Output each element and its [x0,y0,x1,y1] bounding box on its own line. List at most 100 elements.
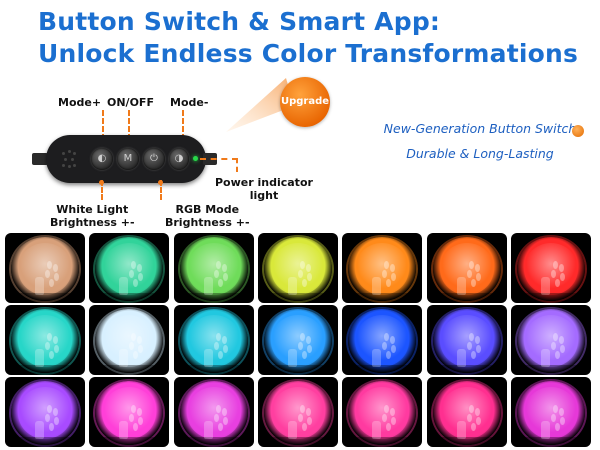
label-mode-plus: Mode+ [58,96,102,109]
white-brightness-button[interactable]: ◐ [91,148,113,170]
plant-icon [550,405,567,435]
bottle-icon [540,349,550,367]
lamp-glow [523,315,578,367]
bottle-icon [35,349,44,367]
color-mode-tile [426,233,507,303]
lamp-glow [439,243,494,295]
plant-icon [382,405,398,435]
plant-icon [297,405,314,435]
lamp-glow [102,315,157,367]
plant-icon [45,405,61,435]
plant-icon [297,333,314,363]
label-rgb-mode: RGB Mode Brightness +- [165,203,250,229]
bottle-icon [203,277,213,295]
lamp-base [5,293,85,303]
connector-dot [158,180,163,185]
connector-on-off [128,110,130,140]
headline: Button Switch & Smart App: Unlock Endles… [38,6,598,70]
color-mode-tile [510,377,591,447]
lamp-base [5,365,85,375]
lamp-base [342,365,423,375]
bottle-icon [456,421,466,439]
lamp-glow [186,243,241,295]
color-mode-tile [173,233,254,303]
label-mode-minus: Mode- [170,96,209,109]
lamp-base [89,365,170,375]
lamp-glow [270,243,325,295]
lamp-base [173,437,254,447]
lamp-base [257,437,338,447]
plant-icon [550,261,567,291]
lamp-base [510,293,591,303]
plant-icon [466,261,483,291]
bottle-icon [456,349,466,367]
color-mode-tile [173,305,254,375]
color-mode-tile [173,377,254,447]
connector-dot [99,180,104,185]
lamp-base [510,437,591,447]
plant-icon [45,261,61,291]
connector-rgb [160,180,162,200]
lamp-base [342,293,423,303]
bottle-icon [35,421,44,439]
bottle-icon [540,277,550,295]
label-rgb-mode-line-1: RGB Mode [175,203,240,216]
bottle-icon [372,349,382,367]
color-tile-grid [5,233,595,449]
lamp-glow [18,243,72,295]
label-rgb-mode-line-2: Brightness +- [165,216,250,229]
color-mode-tile [510,233,591,303]
color-mode-tile [5,233,85,303]
lamp-glow [18,315,72,367]
lamp-base [173,293,254,303]
lamp-base [5,437,85,447]
color-mode-tile [342,305,423,375]
rgb-brightness-button[interactable]: ◑ [169,148,189,170]
connector-mode-minus [182,110,184,140]
mode-plus-button[interactable]: M [117,148,139,170]
lamp-base [89,437,170,447]
bottle-icon [287,277,297,295]
color-mode-tile [342,377,423,447]
lamp-base [257,365,338,375]
lamp-glow [270,315,325,367]
orange-dot-icon [572,125,584,137]
label-white-light-line-2: Brightness +- [50,216,135,229]
bottle-icon [203,349,213,367]
light-beam-icon [226,78,294,132]
bottle-icon [540,421,550,439]
plant-icon [129,333,145,363]
plant-icon [213,333,230,363]
color-mode-tile [342,233,423,303]
lamp-glow [270,387,325,439]
lamp-base [342,437,423,447]
bottle-icon [119,421,129,439]
color-mode-tile [89,377,170,447]
lamp-glow [355,243,410,295]
plant-icon [466,333,483,363]
tagline-line-2: Durable & Long-Lasting [406,146,554,161]
lamp-base [426,365,507,375]
bottle-icon [372,421,382,439]
bottle-icon [287,421,297,439]
connector-power-v [236,158,238,172]
power-button[interactable]: ⏻ [143,148,165,170]
label-power-indicator-line-2: light [249,189,279,202]
lamp-base [510,365,591,375]
lamp-base [426,293,507,303]
upgrade-badge: Upgrade [280,77,330,127]
lamp-glow [186,387,241,439]
color-mode-tile [89,305,170,375]
label-on-off: ON/OFF [107,96,154,109]
lamp-base [426,437,507,447]
power-indicator-led [193,156,198,161]
lamp-glow [355,387,410,439]
plant-icon [297,261,314,291]
lamp-glow [102,387,157,439]
bottle-icon [35,277,44,295]
lamp-glow [186,315,241,367]
lamp-base [257,293,338,303]
bottle-icon [119,277,129,295]
bottle-icon [287,349,297,367]
connector-mode-plus [102,110,104,140]
